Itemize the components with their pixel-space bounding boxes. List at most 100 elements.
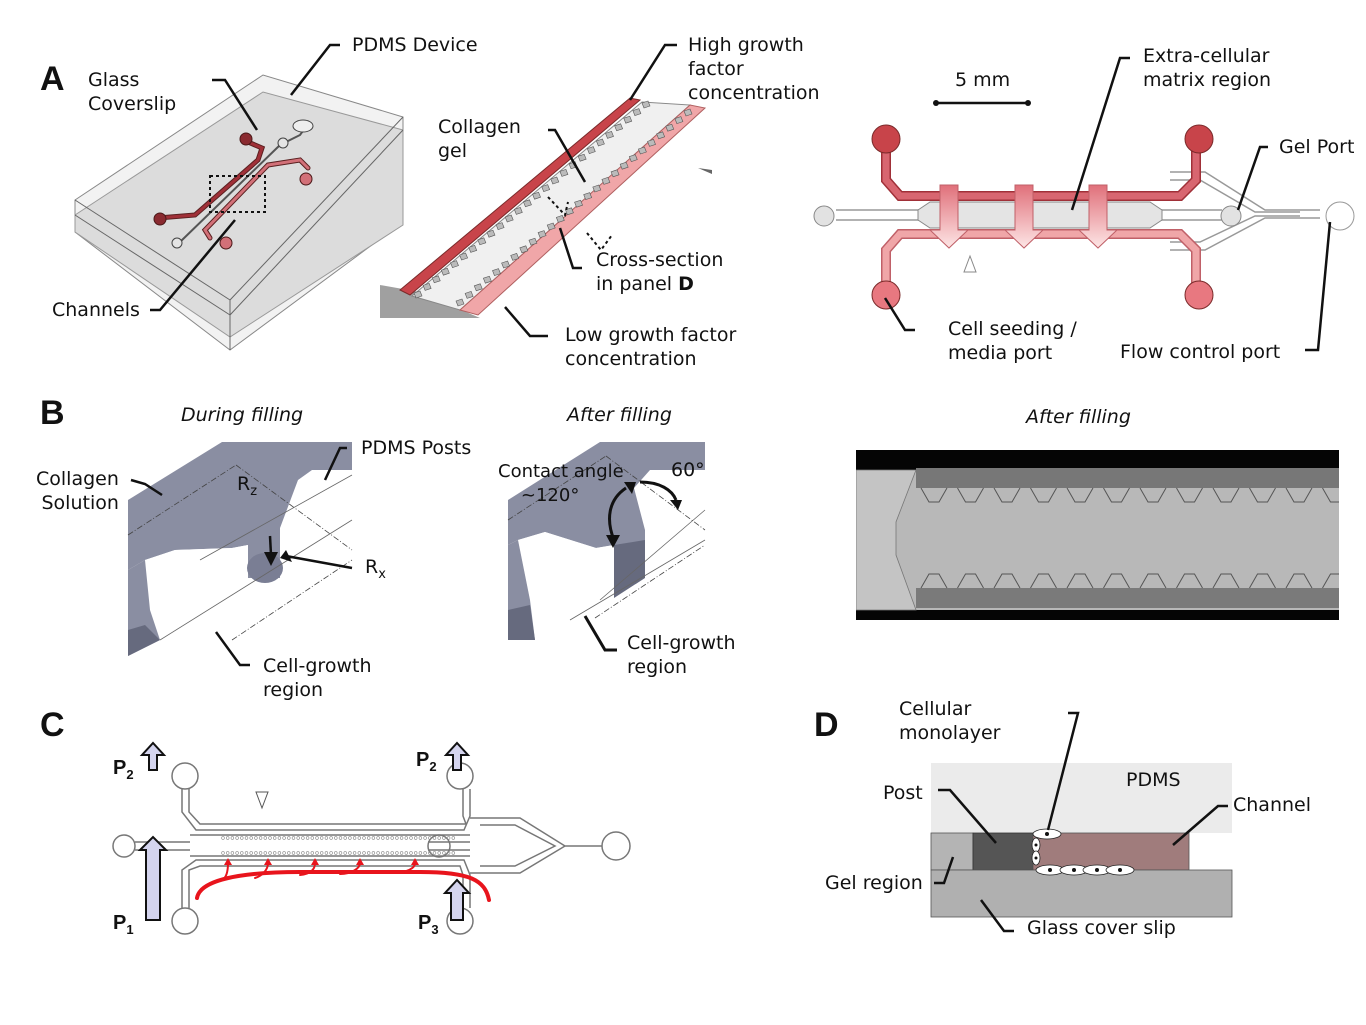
gel-post-dot <box>367 836 371 840</box>
gel-post-dot <box>221 851 225 855</box>
micrograph-post <box>1249 487 1276 503</box>
pdms-post <box>559 169 569 177</box>
label-collagen-gel: Collagen gel <box>438 116 521 162</box>
gel-post-dot <box>249 836 253 840</box>
label-cross-section: Cross-section in panel D <box>596 248 723 296</box>
label-sixty-degrees: 60° <box>671 459 705 481</box>
gel-post-dot <box>230 836 235 840</box>
micrograph-post <box>1066 487 1094 503</box>
leader-channels <box>150 219 236 312</box>
label-cellular-monolayer: Cellular monolayer <box>899 698 1001 744</box>
gel-post-dot <box>446 836 451 840</box>
pdms-post <box>574 199 583 208</box>
leader-monolayer <box>1046 711 1080 831</box>
gel-post-dot <box>442 836 446 840</box>
gel-post-dot <box>263 836 267 840</box>
pdms-post <box>541 184 551 192</box>
leader-low-gf <box>504 306 548 338</box>
title-micrograph: After filling <box>1026 406 1131 428</box>
post <box>972 832 1034 871</box>
micrograph-post <box>1103 573 1130 589</box>
leader-pdms-posts <box>323 446 347 481</box>
panel-a-letter: A <box>40 60 65 98</box>
p2-left-sub: 2 <box>126 767 134 782</box>
pdms-post <box>614 123 624 132</box>
pdms-layer <box>931 763 1232 833</box>
gel-post-dot <box>249 851 253 855</box>
label-ecm-region: Extra-cellular matrix region <box>1143 45 1272 91</box>
port-top-left <box>871 124 901 154</box>
pdms-post <box>656 131 666 140</box>
pdms-post <box>577 153 587 162</box>
micrograph-post <box>1212 573 1240 589</box>
gel-region <box>930 832 974 871</box>
gel-post-dot <box>423 851 427 855</box>
gel-post-dot <box>301 851 305 855</box>
micrograph-post <box>1249 573 1276 589</box>
micrograph-bottom-posts <box>920 573 1339 589</box>
top-posts <box>413 100 651 299</box>
gel-post-dot <box>315 851 319 855</box>
pdms-post <box>422 283 432 291</box>
pdms-post <box>623 115 633 124</box>
gel-post-dot <box>357 851 361 855</box>
gel-post-dot <box>277 851 282 855</box>
micrograph-post <box>1139 573 1167 589</box>
pdms-post <box>510 253 520 261</box>
rz-r: R <box>237 473 251 495</box>
pdms-post <box>450 260 459 268</box>
diffusion-arrow <box>1003 184 1045 249</box>
gel-post-dot <box>442 851 446 855</box>
gel-post-dot <box>287 851 291 855</box>
pdms-post <box>537 230 547 238</box>
gel-post-dot <box>367 851 371 855</box>
micrograph-post <box>1030 573 1057 589</box>
gel-post-dot <box>451 851 455 855</box>
micrograph-post <box>957 487 984 503</box>
gel-post-dot <box>310 851 314 855</box>
pdms-post <box>501 260 510 269</box>
leader-glass <box>979 899 1014 933</box>
gel-post-dot <box>301 836 305 840</box>
gel-post-dot <box>320 836 324 840</box>
pdms-post <box>468 245 478 253</box>
diffusion-arrows <box>928 184 1119 249</box>
gel-post-dot <box>409 836 413 840</box>
gel-post-dot <box>277 836 282 840</box>
micrograph-post <box>1103 487 1130 503</box>
flow-control-port <box>1325 201 1355 231</box>
cross-section-text: Cross-section in panel <box>596 249 724 295</box>
gel-region-posts <box>221 836 455 855</box>
pdms-post <box>473 283 483 292</box>
label-collagen-solution: Collagen Solution <box>36 468 119 514</box>
gel-post-dot <box>254 836 258 840</box>
high-concentration-channel <box>399 97 642 296</box>
cross-section-panel-ref: D <box>678 273 694 295</box>
arrow-rz <box>268 535 273 556</box>
position-marker-triangle <box>255 791 269 810</box>
panel-c-letter: C <box>40 706 65 744</box>
gel-post-dot <box>432 851 437 855</box>
arrow-contact-angle <box>608 486 627 541</box>
gel-post-dot <box>376 851 380 855</box>
rz-sub: z <box>250 483 258 499</box>
label-gel-port: Gel Port <box>1279 136 1355 158</box>
diffusion-arrow <box>1077 184 1119 249</box>
gel-post-dot <box>385 851 390 855</box>
gel-post-dot <box>263 851 267 855</box>
title-after-filling: After filling <box>567 404 672 426</box>
pdms-post <box>632 108 642 116</box>
gel-post-dot <box>437 836 441 840</box>
gel-post-dot <box>399 836 404 840</box>
gel-post-dot <box>296 851 300 855</box>
leader-collagen-gel <box>548 128 587 183</box>
gel-post-dot <box>437 851 441 855</box>
gel-post-dot <box>258 851 263 855</box>
p3-name: P <box>418 912 432 934</box>
leader-cell-growth-2 <box>583 615 617 652</box>
micrograph-post <box>1285 573 1313 589</box>
gel-post-dot <box>338 851 343 855</box>
arrow-rx <box>285 554 353 570</box>
label-contact-angle: Contact angle ~120° <box>498 461 624 506</box>
